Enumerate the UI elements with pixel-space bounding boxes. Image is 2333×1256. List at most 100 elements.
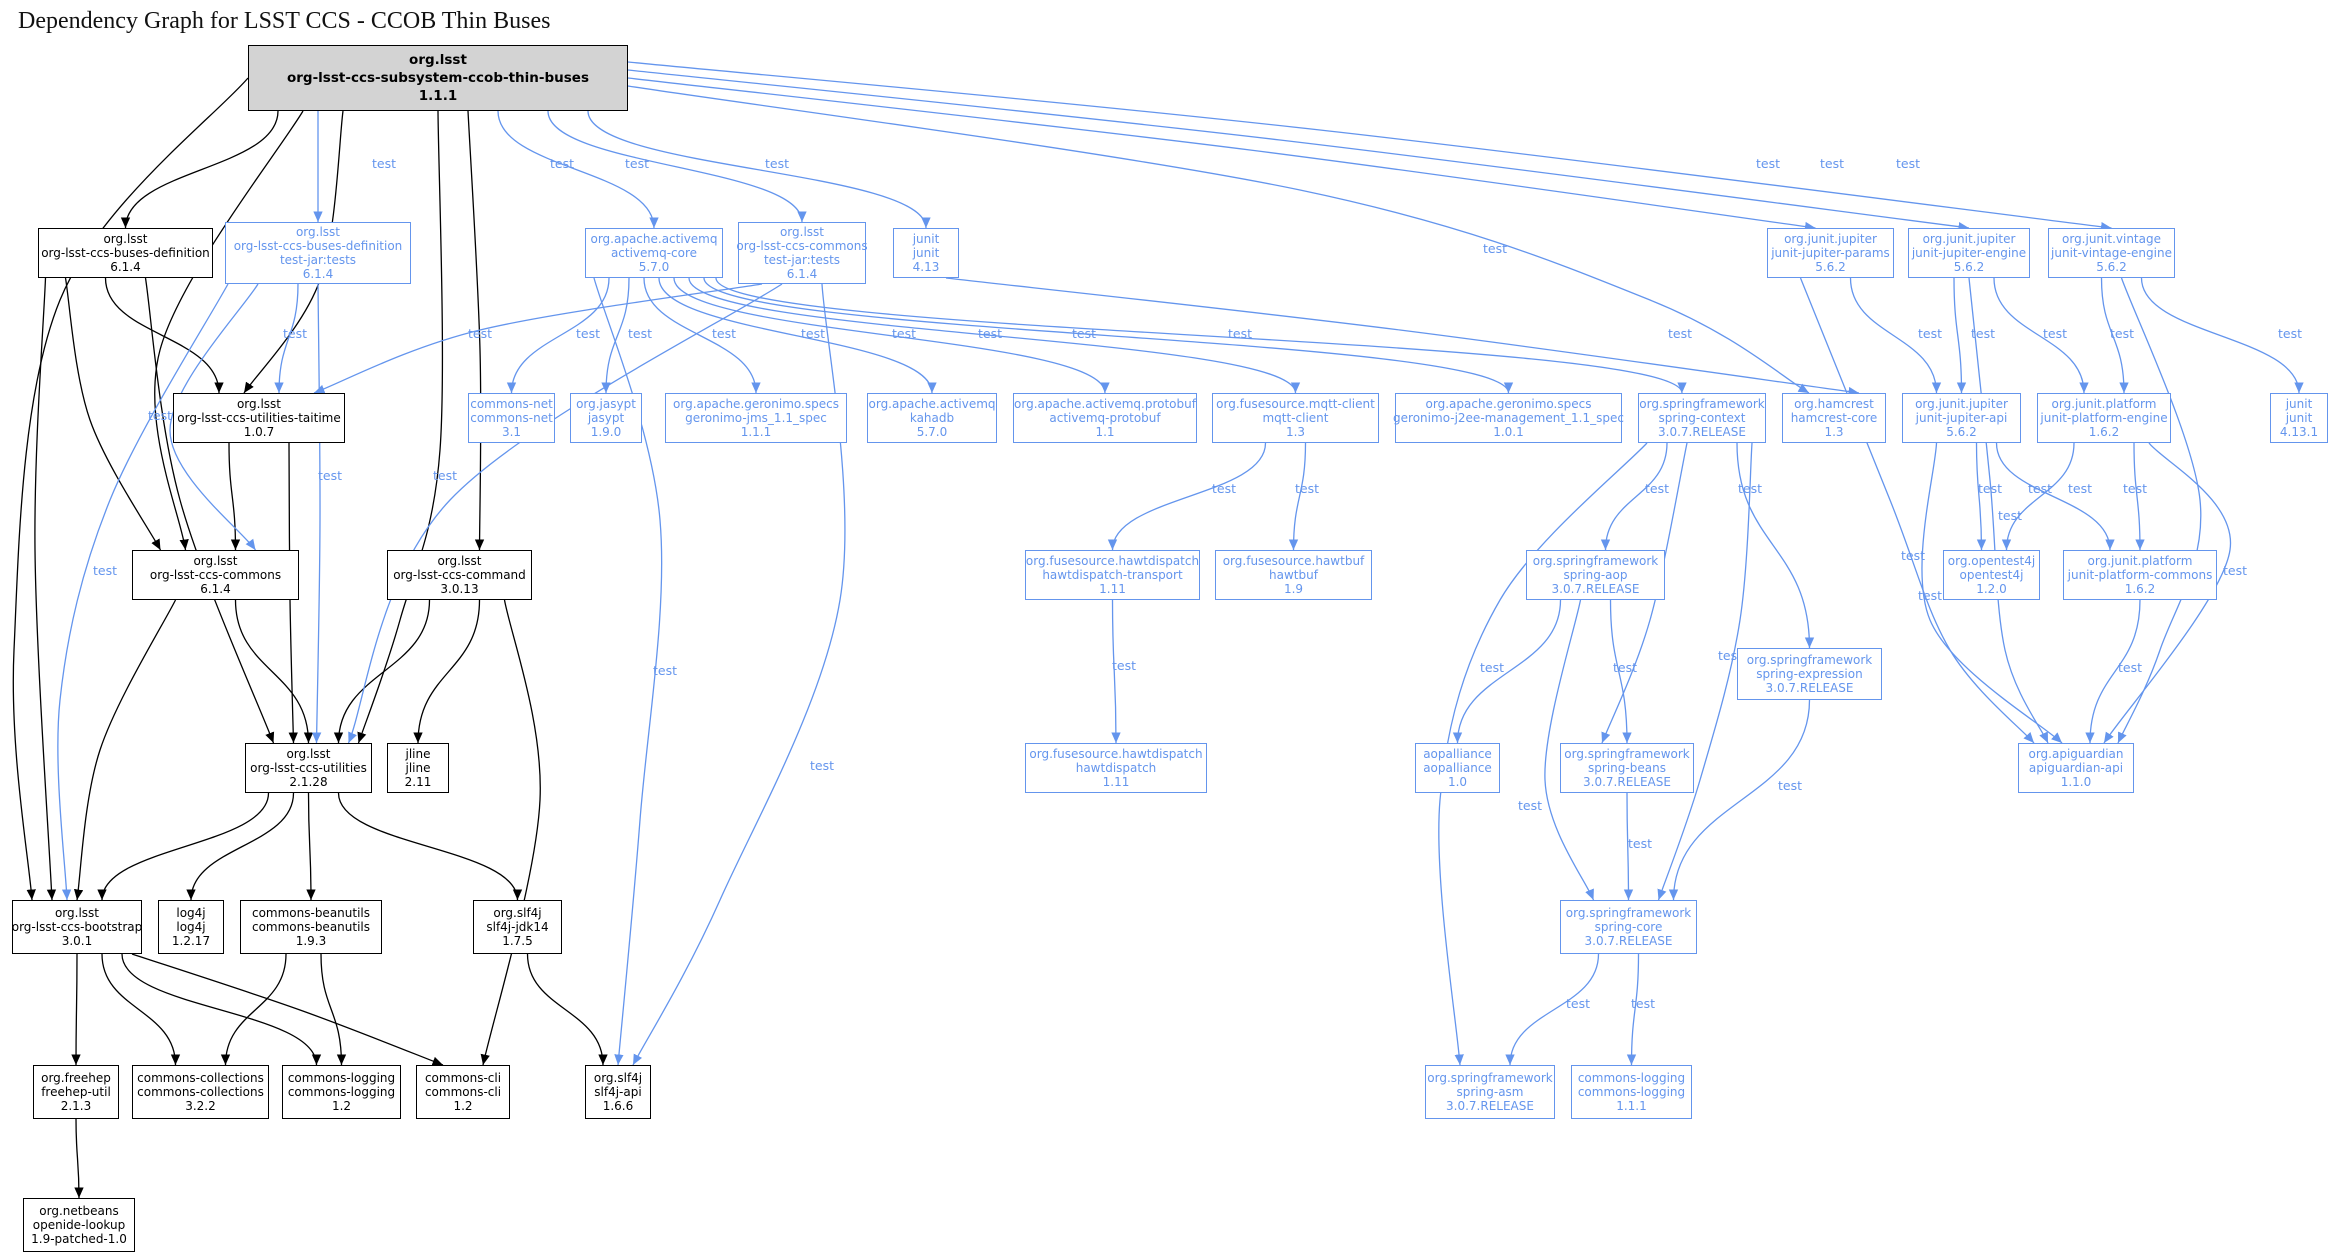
edge-utilities-to-log4j xyxy=(186,792,295,901)
edge-jupiter-params-to-jupiter-api xyxy=(1849,277,1942,394)
edge-commons-tests-to-utilities xyxy=(347,283,783,744)
edge-buses-def-tests-to-bootstrap xyxy=(57,283,229,901)
edge-command-to-jline xyxy=(413,599,481,744)
edge-spring-context-to-spring-asm xyxy=(1438,442,1648,1066)
edge-activemq-core-to-activemq-protobuf xyxy=(673,277,1110,394)
edge-command-to-utilities xyxy=(333,599,431,744)
edge-activemq-core-to-spring-context xyxy=(715,277,1687,394)
edge-label-activemq-core-to-jasypt: test xyxy=(628,326,652,341)
edge-label-jupiter-api-to-opentest4j: test xyxy=(1978,481,2002,496)
edge-bootstrap-to-commons-logging-12 xyxy=(121,953,322,1066)
edge-spring-aop-to-spring-core xyxy=(1544,599,1595,901)
edge-root-to-vintage-engine xyxy=(627,61,2112,232)
edge-label-root-to-commons-tests: test xyxy=(625,156,649,171)
edge-label-root-to-jupiter-params: test xyxy=(1756,156,1780,171)
edge-root-to-commons xyxy=(154,110,304,551)
edge-label-platform-engine-to-apiguardian: test xyxy=(2223,563,2247,578)
edge-label-vintage-engine-to-apiguardian: test xyxy=(2173,548,2197,563)
edge-buses-definition-to-commons xyxy=(64,277,162,551)
edge-label-platform-engine-to-opentest4j: test xyxy=(2028,481,2052,496)
diagram-title: Dependency Graph for LSST CCS - CCOB Thi… xyxy=(18,8,551,34)
edge-spring-core-to-spring-asm xyxy=(1505,953,1600,1066)
edge-activemq-core-to-mqtt-client xyxy=(688,277,1301,394)
edge-label-activemq-core-to-activemq-protobuf: test xyxy=(892,326,916,341)
edge-label-root-to-hamcrest-core: test xyxy=(1483,241,1507,256)
edge-utilities-to-bootstrap xyxy=(97,792,270,901)
edge-label-jupiter-engine-to-platform-engine: test xyxy=(2043,326,2067,341)
edge-taitime-to-utilities xyxy=(288,442,298,744)
edge-label-jupiter-api-to-apiguardian: test xyxy=(1918,588,1942,603)
edge-label-commons-tests-to-slf4j-api: test xyxy=(810,758,834,773)
edge-spring-aop-to-spring-beans xyxy=(1609,599,1632,744)
edge-label-junit-413-to-hamcrest-core: test xyxy=(1668,326,1692,341)
edge-bootstrap-to-commons-collections xyxy=(101,953,181,1066)
edge-label-activemq-core-to-kahadb: test xyxy=(801,326,825,341)
edge-root-to-buses-definition xyxy=(120,110,279,229)
edge-commons-to-utilities xyxy=(234,599,314,744)
edge-utilities-to-beanutils xyxy=(306,792,316,901)
edge-buses-def-tests-to-commons xyxy=(169,283,259,551)
edge-spring-aop-to-aopalliance xyxy=(1452,599,1562,744)
edge-freehep-to-openide xyxy=(74,1118,84,1199)
edge-label-jupiter-params-to-apiguardian: test xyxy=(1901,548,1925,563)
edge-slf4j-jdk14-to-slf4j-api xyxy=(526,953,608,1066)
edge-root-to-junit-413 xyxy=(587,110,931,229)
edge-buses-def-tests-to-utilities xyxy=(311,283,322,744)
edge-label-vintage-engine-to-junit-4131: test xyxy=(2278,326,2302,341)
edge-label-jupiter-engine-to-jupiter-api: test xyxy=(1971,326,1995,341)
edge-platform-commons-to-apiguardian xyxy=(2085,599,2141,744)
edge-label-activemq-core-to-slf4j-api: test xyxy=(653,663,677,678)
edge-label-spring-core-to-spring-asm: test xyxy=(1566,996,1590,1011)
edge-activemq-core-to-kahadb xyxy=(658,277,937,394)
edge-spring-context-to-spring-expression xyxy=(1736,442,1815,649)
edge-root-to-activemq-core xyxy=(497,110,659,229)
edge-label-jupiter-api-to-platform-commons: test xyxy=(2068,481,2092,496)
edge-label-spring-aop-to-aopalliance: test xyxy=(1480,660,1504,675)
edge-commons-tests-to-taitime xyxy=(313,283,763,394)
edge-label-activemq-core-to-geronimo-j2ee: test xyxy=(1072,326,1096,341)
edge-mqtt-client-to-hawtbuf xyxy=(1288,442,1307,551)
edge-bootstrap-to-freehep xyxy=(71,953,81,1066)
edge-buses-definition-to-taitime xyxy=(104,277,224,394)
edge-activemq-core-to-geronimo-jms xyxy=(643,277,761,394)
edge-label-spring-context-to-spring-core: test xyxy=(1718,648,1742,663)
edge-label-root-to-vintage-engine: test xyxy=(1896,156,1920,171)
edge-commons-to-bootstrap xyxy=(73,599,177,901)
edge-label-spring-beans-to-spring-core: test xyxy=(1628,836,1652,851)
edge-taitime-to-commons xyxy=(228,442,241,551)
edge-jupiter-engine-to-apiguardian xyxy=(1968,277,2049,744)
edge-jupiter-api-to-opentest4j xyxy=(1975,442,1987,551)
edge-root-to-command xyxy=(467,110,485,551)
edge-label-spring-expression-to-spring-core: test xyxy=(1778,778,1802,793)
edge-activemq-core-to-slf4j-api xyxy=(593,277,663,1066)
edge-activemq-core-to-jasypt xyxy=(601,277,630,394)
edge-root-to-jupiter-params xyxy=(627,77,1816,232)
edge-root-to-bootstrap xyxy=(12,77,249,901)
edge-vintage-engine-to-platform-engine xyxy=(2100,277,2129,394)
edge-label-buses-def-tests-to-utilities: test xyxy=(318,468,342,483)
edge-junit-413-to-hamcrest-core xyxy=(945,277,1860,397)
edge-spring-core-to-commons-logging-111 xyxy=(1626,953,1640,1066)
edge-jupiter-engine-to-platform-engine xyxy=(1993,277,2089,394)
edge-label-spring-core-to-commons-logging-111: test xyxy=(1631,996,1655,1011)
edge-platform-engine-to-apiguardian xyxy=(2103,442,2231,744)
edge-vintage-engine-to-junit-4131 xyxy=(2140,277,2304,394)
edge-label-spring-aop-to-spring-core: test xyxy=(1518,798,1542,813)
edge-mqtt-client-to-hawt-transport xyxy=(1107,442,1267,551)
edge-label-hawt-transport-to-hawtdispatch: test xyxy=(1112,658,1136,673)
edge-jupiter-engine-to-jupiter-api xyxy=(1953,277,1967,394)
edge-label-vintage-engine-to-platform-engine: test xyxy=(2110,326,2134,341)
edge-root-to-utilities xyxy=(357,110,444,744)
edge-platform-engine-to-platform-commons xyxy=(2133,442,2145,551)
edge-label-mqtt-client-to-hawt-transport: test xyxy=(1212,481,1236,496)
edge-buses-def-tests-to-taitime xyxy=(274,283,299,394)
edge-hawt-transport-to-hawtdispatch xyxy=(1111,599,1121,744)
edge-jupiter-api-to-apiguardian xyxy=(1921,442,2063,744)
edge-label-activemq-core-to-mqtt-client: test xyxy=(978,326,1002,341)
edge-group: test test test test test test test test test test… xyxy=(12,61,2304,1199)
edge-utilities-to-slf4j-jdk14 xyxy=(337,792,523,901)
edge-command-to-commons-cli xyxy=(480,599,541,1066)
edge-spring-expression-to-spring-core xyxy=(1668,699,1811,901)
edge-label-jupiter-params-to-jupiter-api: test xyxy=(1918,326,1942,341)
